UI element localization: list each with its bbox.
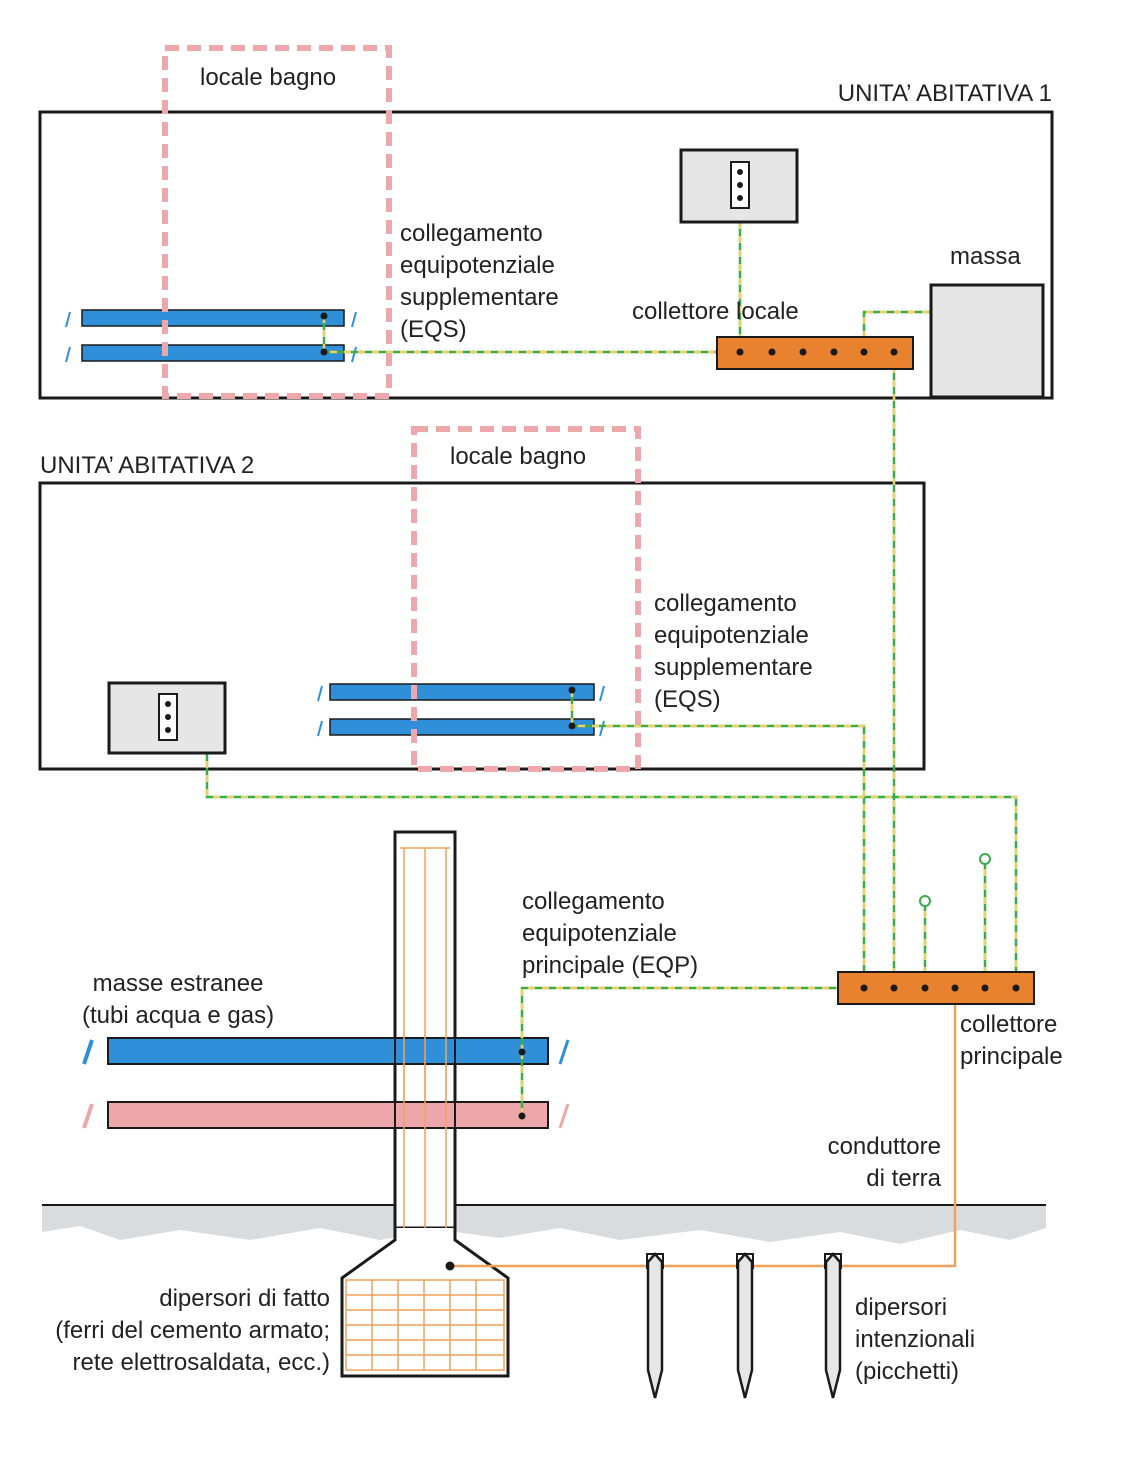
mass-label: massa: [950, 243, 1021, 270]
terminal-end: [919, 895, 931, 907]
unit-2-title: UNITA’ ABITATIVA 2: [40, 452, 255, 479]
unit-2-outline: [38, 481, 926, 771]
wall-socket-icon: [679, 148, 799, 224]
unit-1-pipes: [65, 309, 357, 363]
earth-rods: [646, 1252, 842, 1399]
mass-box: [929, 283, 1045, 399]
foundation-footing: [340, 1228, 510, 1378]
connection-points: [320, 312, 576, 1271]
pipe: [329, 718, 595, 736]
intentional-electrodes-label: dipersori intenzionali (picchetti): [855, 1294, 976, 1385]
unit-2-pipes: [317, 683, 605, 737]
extraneous-masses-label: masse estranee (tubi acqua e gas): [82, 970, 275, 1029]
earth-conductor-label: conduttore di terra: [827, 1133, 941, 1192]
terminal-dot-icon: [1012, 984, 1020, 992]
terminal-end: [979, 853, 991, 865]
eqs-label-1: collegamento equipotenziale supplementar…: [400, 220, 559, 343]
terminal-dot-icon: [860, 348, 868, 356]
bathroom-zone-2: [411, 426, 641, 772]
pipe: [81, 344, 345, 362]
earth-rod-icon: [736, 1252, 754, 1399]
terminal-dot-icon: [890, 984, 898, 992]
main-collector: [837, 971, 1035, 1005]
extraneous-pipes: [82, 1036, 570, 1130]
unit-1-title: UNITA’ ABITATIVA 1: [837, 80, 1052, 107]
terminal-dot-icon: [830, 348, 838, 356]
eqs-label-2: collegamento equipotenziale supplementar…: [654, 590, 813, 713]
eqp-label: collegamento equipotenziale principale (…: [522, 888, 699, 979]
pipe: [329, 683, 595, 701]
earth-conductor: [450, 1004, 957, 1268]
terminal-dot-icon: [981, 984, 989, 992]
unit-1-bathroom-label: locale bagno: [200, 64, 337, 91]
ground-band: [42, 1206, 1046, 1244]
bathroom-zone-1: [162, 45, 392, 399]
pipe: [81, 309, 345, 327]
terminal-dot-icon: [951, 984, 959, 992]
terminal-dot-icon: [860, 984, 868, 992]
terminal-dot-icon: [799, 348, 807, 356]
local-collector-label: collettore locale: [632, 298, 799, 325]
earth-rod-icon: [824, 1252, 842, 1399]
water-pipe: [107, 1037, 549, 1065]
earth-rod-icon: [646, 1252, 664, 1399]
ground: [42, 1204, 1046, 1244]
de-facto-electrodes-label: dipersori di fatto (ferri del cemento ar…: [55, 1285, 330, 1376]
wall-socket-icon: [107, 681, 227, 755]
terminal-dot-icon: [768, 348, 776, 356]
terminal-dot-icon: [890, 348, 898, 356]
local-collector: [716, 336, 914, 370]
concrete-column: [393, 830, 457, 1240]
gas-pipe: [107, 1101, 549, 1129]
main-collector-label: collettore principale: [960, 1011, 1063, 1070]
unit-2-bathroom-label: locale bagno: [450, 443, 587, 470]
terminal-dot-icon: [921, 984, 929, 992]
unit-1-outline: [38, 110, 1054, 400]
terminal-dot-icon: [736, 348, 744, 356]
